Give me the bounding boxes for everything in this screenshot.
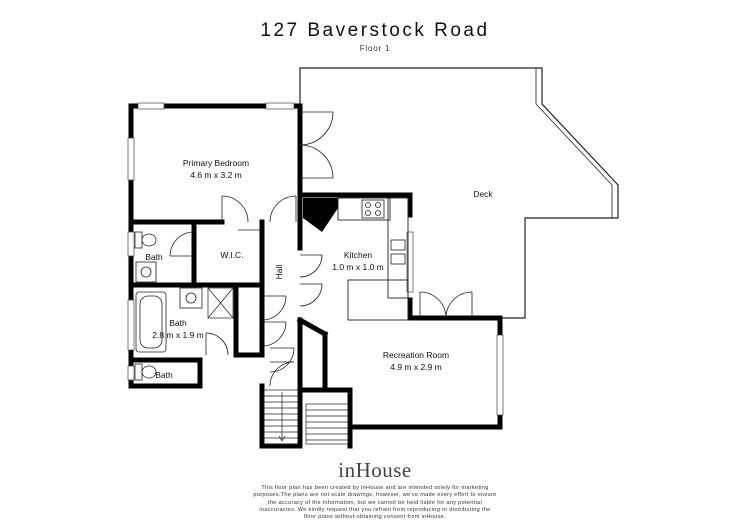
room-name-primary-bedroom: Primary Bedroom	[183, 158, 249, 168]
room-name-recreation-room: Recreation Room	[383, 350, 449, 360]
doors	[169, 111, 473, 387]
room-size-primary-bedroom: 4.6 m x 3.2 m	[190, 170, 242, 180]
shower-icon	[207, 287, 234, 319]
windows	[127, 102, 504, 416]
disclaimer-line: inaccuracies. We kindly request that you…	[259, 506, 491, 513]
kitchen-sink-icon	[390, 239, 406, 265]
disclaimer-line: purposes.The plans are not scale drawing…	[253, 492, 497, 499]
disclaimer-line: floor plans without obtaining consent fr…	[303, 514, 447, 521]
kitchen-corner-unit	[303, 198, 338, 232]
room-name-bath-main: Bath	[169, 318, 187, 328]
room-name-hall: Hall	[274, 265, 284, 280]
deck-outline	[299, 67, 619, 319]
bathtub-icon	[135, 291, 167, 353]
room-name-bath-ensuite: Bath	[145, 252, 163, 262]
walls	[128, 103, 503, 449]
room-name-bath-toilet: Bath	[155, 370, 173, 380]
room-name-wic: W.I.C.	[220, 250, 243, 260]
brand-logo: inHouse	[338, 458, 412, 482]
room-size-kitchen: 1.0 m x 1.0 m	[332, 262, 384, 272]
disclaimer-line: This floor plan has been created by inHo…	[261, 485, 489, 491]
room-name-kitchen: Kitchen	[344, 250, 373, 260]
room-name-deck: Deck	[473, 189, 493, 199]
kitchen-counters	[337, 197, 409, 321]
vanity-icon	[135, 261, 203, 309]
disclaimer-line: the accuracy of the information, but we …	[267, 499, 482, 506]
room-size-bath-main: 2.8 m x 1.9 m	[152, 330, 204, 340]
stairs	[263, 389, 349, 445]
disclaimer: This floor plan has been created by inHo…	[200, 485, 550, 521]
toilet-icon	[134, 231, 157, 381]
cooktop-icon	[361, 199, 385, 219]
plan-title: 127 Baverstock Road	[260, 20, 490, 41]
room-size-recreation-room: 4.9 m x 2.9 m	[390, 362, 442, 372]
floor-label: Floor 1	[359, 44, 391, 53]
